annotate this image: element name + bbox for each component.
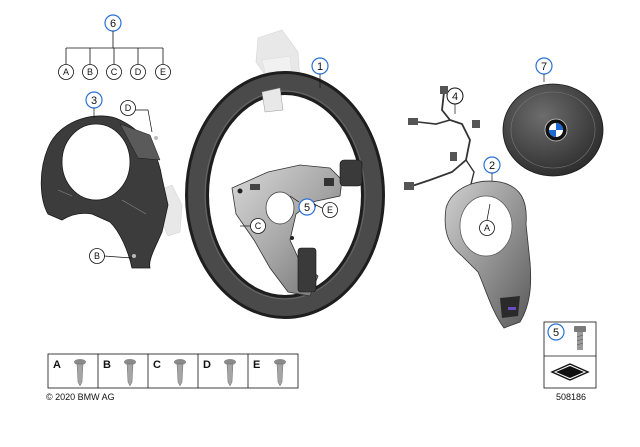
washer-shape-icon: [550, 363, 590, 381]
screw-d-icon: [224, 359, 236, 387]
callout-5b-label: 5: [553, 327, 559, 339]
wiring-harness-part-4: 4: [404, 86, 480, 194]
screw-e-icon: [274, 359, 286, 387]
wheel-letter-e: E: [327, 205, 333, 215]
screw-inset-part-5: 5: [543, 321, 597, 389]
copyright-text: © 2020 BMW AG: [46, 392, 115, 402]
table-letter-c: C: [153, 359, 161, 371]
callout-5-label: 5: [304, 202, 310, 214]
cover-letter-d: D: [125, 103, 132, 113]
callout-6-label: 6: [110, 18, 116, 30]
steering-wheel-part-1: 1 5 E C: [185, 57, 385, 319]
callout-5-circle: [298, 198, 316, 216]
table-letter-d: D: [203, 359, 211, 371]
callout-2-label: 2: [489, 160, 495, 172]
cover-letter-b: B: [94, 251, 100, 261]
bmw-logo-icon: [544, 118, 568, 142]
screw-c-icon: [174, 359, 186, 387]
bezel-letter-a: A: [484, 223, 490, 233]
diagram-part-number: 508186: [556, 392, 587, 402]
tree-letter-e: E: [160, 67, 166, 77]
callout-1-label: 1: [317, 61, 323, 73]
tree-letter-a: A: [63, 67, 69, 77]
table-letter-e: E: [253, 359, 260, 371]
callout-5b-circle: [547, 323, 565, 341]
wheel-letter-c: C: [255, 221, 262, 231]
tree-letter-b: B: [87, 67, 93, 77]
callout-6-group: 6 A B C D E: [58, 14, 171, 80]
table-letter-b: B: [103, 359, 111, 371]
front-bezel-part-2: 2 A: [444, 156, 532, 329]
callout-4-label: 4: [452, 91, 458, 103]
tree-letter-c: C: [111, 67, 118, 77]
screw-icon: [574, 326, 586, 350]
fastener-table: A B C D E: [47, 353, 299, 389]
callout-7-label: 7: [541, 61, 547, 73]
table-letter-a: A: [53, 359, 61, 371]
tree-letter-d: D: [135, 67, 142, 77]
screw-a-icon: [74, 359, 86, 387]
airbag-module-part-7: 7: [502, 57, 604, 177]
trim-cover-part-3: 3 D B: [40, 91, 169, 269]
screw-b-icon: [124, 359, 136, 387]
paddle-shifter-ghost-top: [255, 29, 301, 83]
callout-3-label: 3: [91, 95, 97, 107]
